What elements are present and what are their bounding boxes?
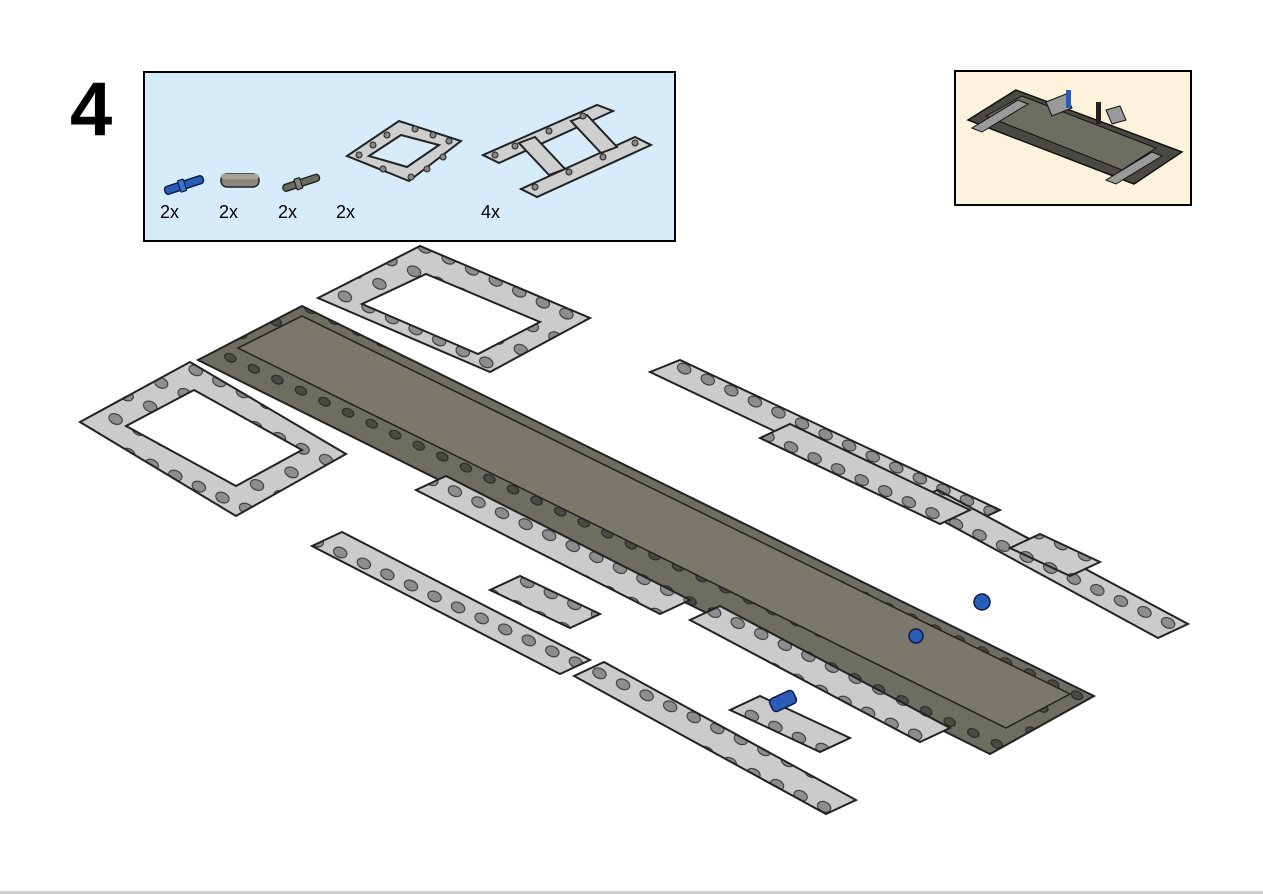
open-frame xyxy=(77,360,349,518)
qty-label: 2x xyxy=(160,202,180,222)
blue-pin xyxy=(768,593,991,713)
open-frame xyxy=(315,244,593,374)
gray-pin-icon xyxy=(282,173,321,192)
preview-box xyxy=(954,70,1192,206)
qty-label: 2x xyxy=(219,202,239,222)
qty-label: 4x xyxy=(481,202,501,222)
parts-list-box: 2x 2x 2x 2x 4x xyxy=(143,71,676,242)
step-number: 4 xyxy=(70,67,113,152)
blue-pin-icon xyxy=(163,175,205,195)
step-model-illustration xyxy=(77,244,1191,816)
qty-label: 2x xyxy=(336,202,356,222)
page-bottom-rule xyxy=(0,891,1263,894)
h-frame-icon xyxy=(480,103,654,199)
preview-model-thumbnail xyxy=(966,89,1184,185)
dark-beam-assembly xyxy=(195,304,1097,756)
h-frame xyxy=(309,474,953,816)
h-frame xyxy=(647,358,1191,640)
open-frame-icon xyxy=(344,119,464,183)
qty-label: 2x xyxy=(278,202,298,222)
short-beam-icon xyxy=(220,173,260,188)
